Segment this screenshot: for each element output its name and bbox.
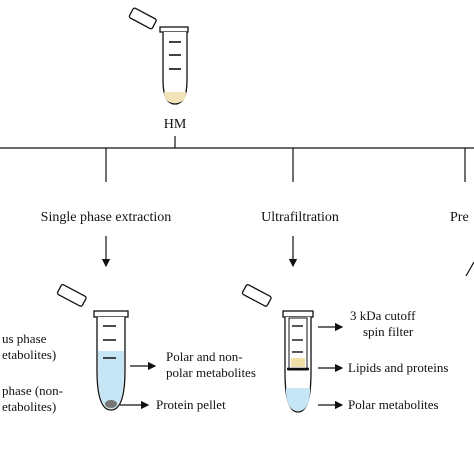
- spin-filter-insert: [287, 317, 309, 371]
- hm-sample-tube: [128, 7, 189, 105]
- hm-label: HM: [164, 117, 187, 132]
- polar-nonpolar-label-2: polar metabolites: [166, 365, 256, 380]
- down-arrow-right: [465, 261, 474, 277]
- organic-phase-label-2: etabolites): [2, 399, 56, 414]
- spin-filter-label-2: spin filter: [363, 324, 414, 339]
- polar-metabolites-label: Polar metabolites: [348, 397, 439, 412]
- aqueous-phase-label-2: etabolites): [2, 347, 56, 362]
- ultrafiltration-tube: [241, 284, 314, 413]
- tube-cap-icon: [241, 284, 272, 307]
- organic-phase-label-1: phase (non-: [2, 383, 63, 398]
- tube-cap-icon: [128, 7, 157, 30]
- branch-title-precipitation: Pre: [450, 210, 469, 225]
- branch-connectors: [0, 136, 474, 182]
- extraction-tube: [56, 284, 129, 411]
- protein-pellet-label: Protein pellet: [156, 397, 226, 412]
- branch-title-ultrafiltration: Ultrafiltration: [261, 210, 339, 225]
- polar-nonpolar-label-1: Polar and non-: [166, 349, 243, 364]
- aqueous-phase-label-1: us phase: [2, 331, 47, 346]
- branch-title-single-phase: Single phase extraction: [41, 210, 172, 225]
- spin-filter-label-1: 3 kDa cutoff: [350, 308, 416, 323]
- lipids-proteins-label: Lipids and proteins: [348, 360, 448, 375]
- tube-cap-icon: [56, 284, 87, 307]
